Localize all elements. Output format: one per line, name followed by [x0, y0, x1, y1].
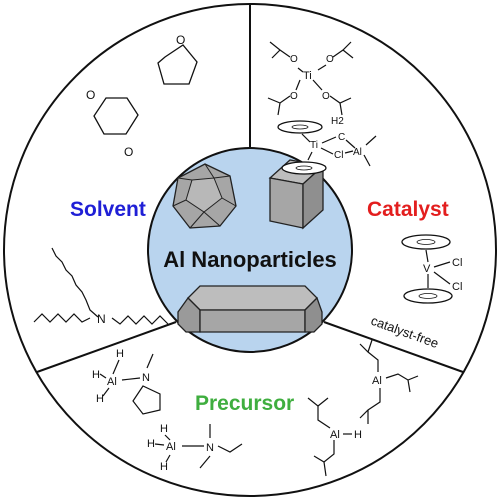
catalyst-label: Catalyst [367, 198, 449, 221]
svg-text:V: V [423, 263, 431, 275]
thf-molecule-icon: O [157, 33, 198, 85]
divider-lower-right [323, 321, 464, 373]
tebbe-reagent-icon: Ti H2 C Cl Al [277, 116, 377, 175]
svg-text:O: O [290, 91, 298, 102]
svg-text:Cl: Cl [452, 281, 462, 293]
svg-text:H: H [354, 429, 362, 441]
svg-text:N: N [97, 312, 106, 326]
svg-text:Al: Al [372, 375, 382, 387]
svg-text:N: N [142, 372, 150, 384]
svg-text:Al: Al [330, 429, 340, 441]
center-title: Al Nanoparticles [163, 247, 337, 272]
svg-text:O: O [322, 91, 330, 102]
solvent-label: Solvent [70, 198, 146, 221]
triisobutylaluminum-icon: Al [359, 339, 419, 424]
svg-text:Al: Al [107, 376, 117, 388]
svg-text:Ti: Ti [310, 140, 318, 151]
trialkylamine-molecule-icon: N [33, 247, 169, 326]
svg-text:O: O [124, 145, 133, 159]
svg-text:Cl: Cl [452, 257, 462, 269]
dioxane-molecule-icon: O O [86, 88, 139, 159]
svg-text:H2: H2 [331, 116, 344, 127]
rod-crystal-icon [177, 285, 323, 333]
svg-text:O: O [176, 33, 185, 47]
svg-text:H: H [116, 348, 124, 360]
svg-text:O: O [290, 54, 298, 65]
svg-text:H: H [96, 393, 104, 405]
svg-text:N: N [206, 442, 214, 454]
svg-text:Ti: Ti [303, 70, 312, 82]
divider-lower-left [36, 321, 177, 373]
alane-dimethylethylamine-icon: H H Al H N [147, 423, 243, 473]
svg-text:Cl: Cl [334, 150, 343, 161]
diisobutylaluminum-hydride-icon: Al H [307, 397, 362, 477]
svg-text:Al: Al [166, 441, 176, 453]
svg-text:H: H [92, 369, 100, 381]
alane-methylpyrrolidine-icon: H H Al H N [92, 348, 161, 415]
svg-text:O: O [326, 54, 334, 65]
vanadocene-dichloride-icon: V Cl Cl [401, 234, 462, 304]
titanium-isopropoxide-icon: Ti O O O O [267, 41, 354, 116]
svg-text:H: H [160, 423, 168, 435]
svg-text:H: H [160, 461, 168, 473]
svg-text:O: O [86, 88, 95, 102]
svg-text:Al: Al [353, 147, 362, 158]
svg-text:H: H [147, 438, 155, 450]
precursor-label: Precursor [195, 392, 294, 415]
svg-text:C: C [338, 132, 345, 143]
polyhedron-decahedron-icon [172, 163, 237, 229]
